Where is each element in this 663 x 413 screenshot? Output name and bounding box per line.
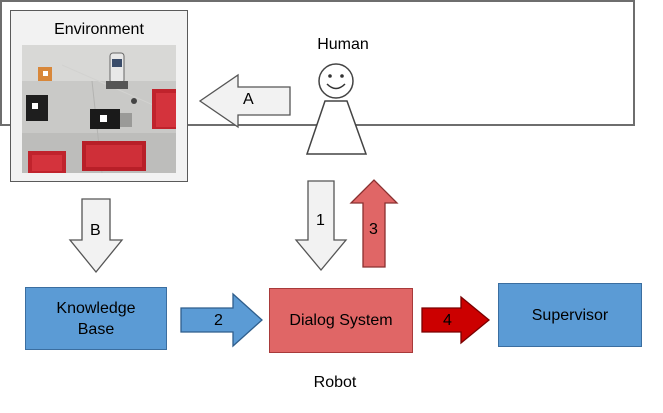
environment-photo [22, 45, 176, 173]
arrow-1-label: 1 [316, 212, 325, 229]
supervisor-label: Supervisor [531, 306, 609, 324]
human-icon [305, 63, 368, 155]
dialog-system-block: Dialog System [269, 288, 413, 353]
knowledge-base-line1: Knowledge [56, 299, 136, 317]
arrow-a [198, 73, 291, 129]
knowledge-base-block: Knowledge Base [25, 287, 167, 350]
arrow-b-label: B [90, 222, 101, 239]
environment-title: Environment [54, 21, 144, 38]
robot-label: Robot [313, 374, 357, 391]
arrow-b [68, 198, 124, 274]
arrow-4 [421, 295, 491, 345]
supervisor-block: Supervisor [498, 283, 642, 347]
knowledge-base-line2: Base [77, 320, 115, 338]
arrow-3-label: 3 [369, 221, 378, 238]
dialog-system-label: Dialog System [289, 312, 393, 329]
arrow-4-label: 4 [443, 312, 452, 329]
arrow-2-label: 2 [214, 312, 223, 329]
arrow-1 [294, 180, 348, 272]
arrow-2 [180, 292, 263, 348]
human-label: Human [317, 36, 369, 53]
arrow-a-label: A [243, 91, 254, 108]
arrow-3 [349, 179, 399, 268]
